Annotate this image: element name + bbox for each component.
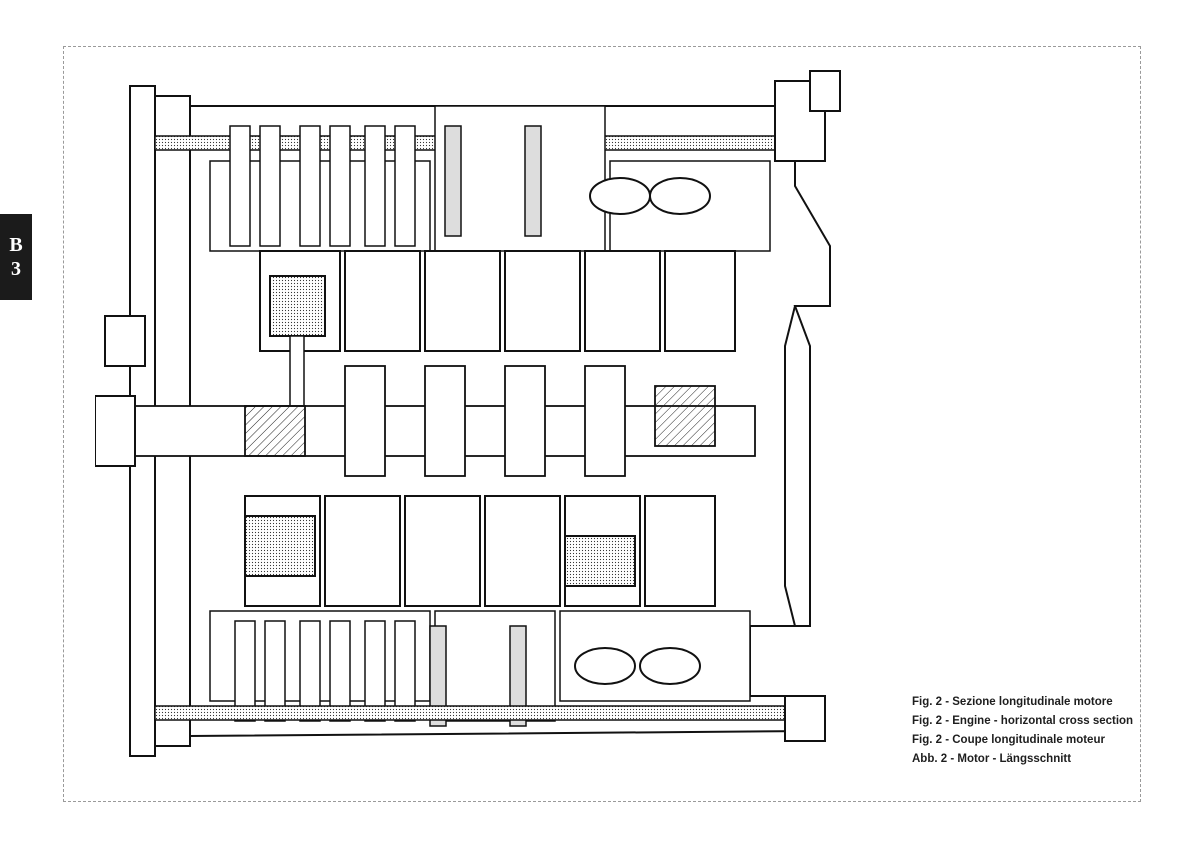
upper-exhaust-ports (589, 177, 711, 215)
lower-piston-2 (564, 535, 636, 587)
section-tab-letter: B (9, 234, 23, 256)
lower-valves (234, 620, 416, 722)
section-tab: B 3 (0, 214, 32, 300)
front-pulley (95, 315, 146, 467)
page-frame (63, 46, 1141, 802)
engine-cross-section-drawing (95, 70, 841, 757)
upper-spark-plugs (444, 125, 542, 237)
lower-camshaft (154, 705, 796, 721)
crankshaft (134, 365, 756, 477)
lower-right-housing (784, 695, 826, 742)
figure-caption: Fig. 2 - Sezione longitudinale motore Fi… (912, 695, 1137, 771)
lower-spark-plugs (429, 625, 527, 727)
caption-french: Fig. 2 - Coupe longitudinale moteur (912, 734, 1105, 746)
upper-connecting-rod (289, 335, 305, 417)
section-tab-number: 3 (11, 258, 21, 280)
upper-piston (269, 275, 326, 337)
caption-italian: Fig. 2 - Sezione longitudinale motore (912, 696, 1113, 708)
distributor (774, 70, 841, 162)
upper-valves (229, 125, 416, 247)
lower-piston (244, 515, 316, 577)
front-cover (129, 85, 156, 757)
caption-german: Abb. 2 - Motor - Längsschnitt (912, 753, 1072, 765)
caption-english: Fig. 2 - Engine - horizontal cross secti… (912, 715, 1134, 727)
upper-cylinder-bank (259, 250, 736, 352)
lower-exhaust-ports (574, 647, 701, 685)
